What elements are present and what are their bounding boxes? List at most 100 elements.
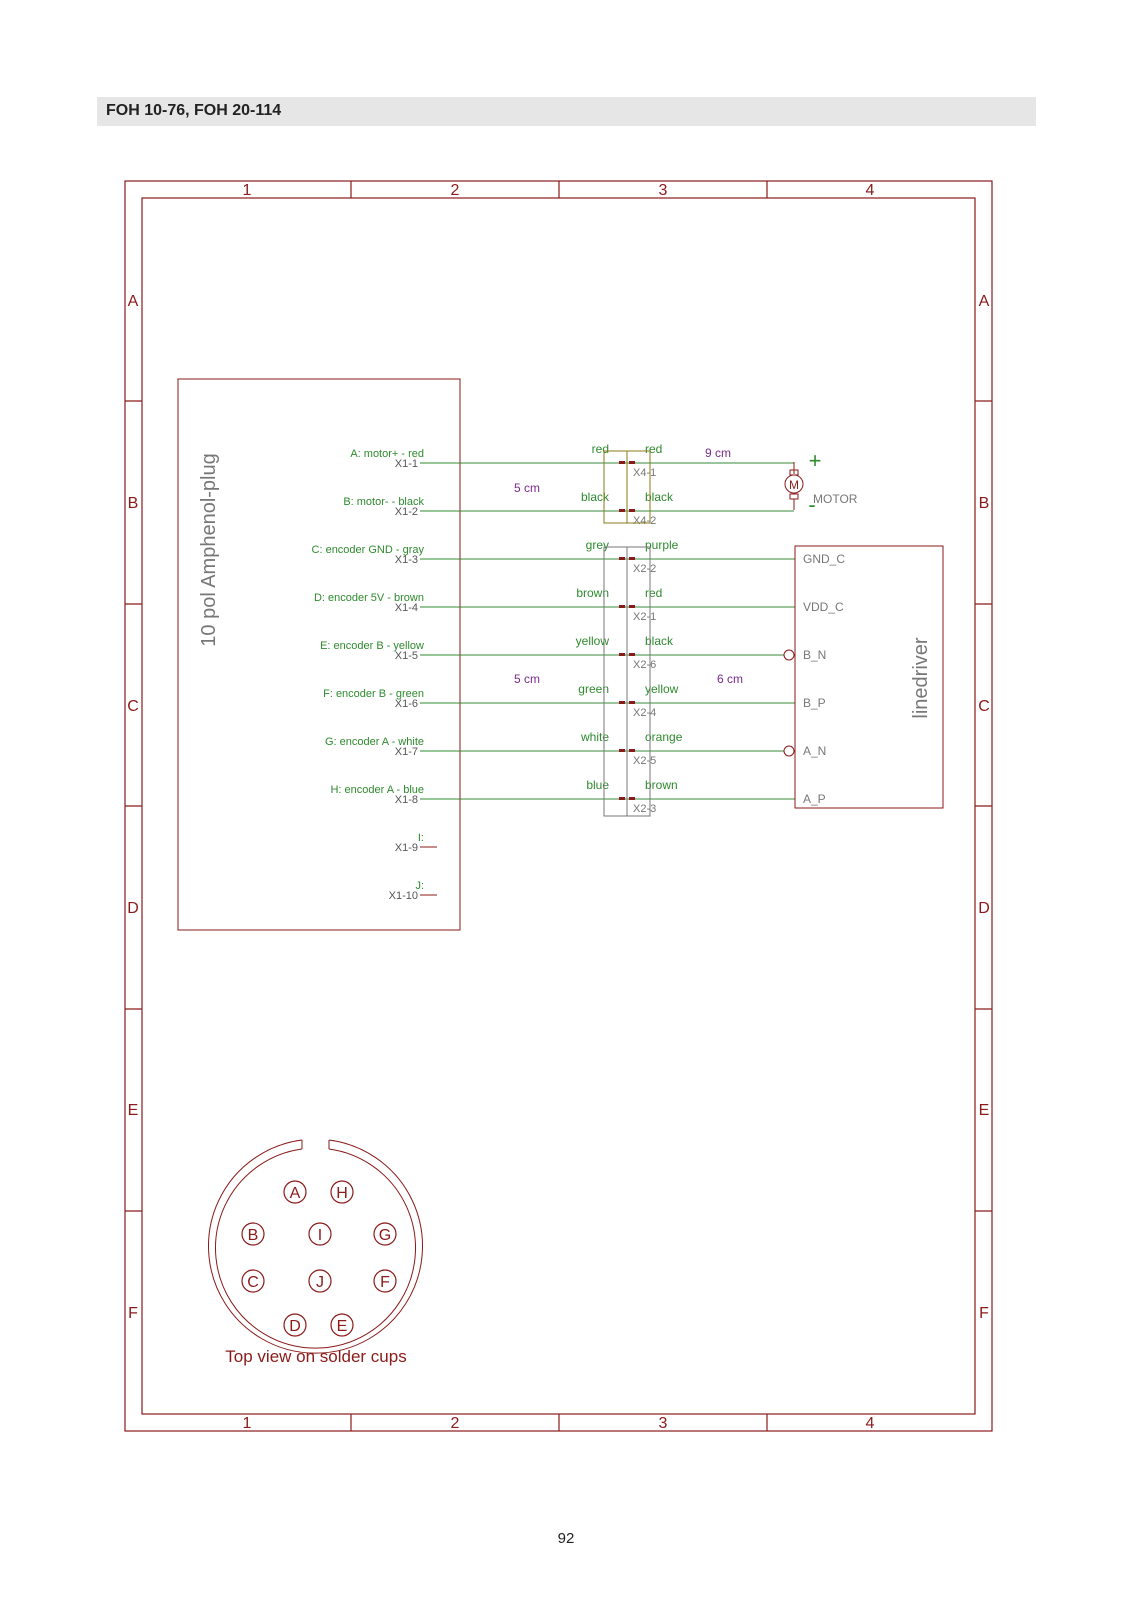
drawing-frame: [124, 180, 993, 1432]
length-notes: 5 cm 9 cm 5 cm 6 cm: [514, 446, 743, 686]
crimp-mark: [629, 605, 635, 608]
wire-color-left: black: [581, 490, 610, 504]
motor: M + - MOTOR: [784, 448, 858, 517]
motor-label: MOTOR: [813, 492, 858, 506]
amphenol-title: 10 pol Amphenol-plug: [198, 453, 220, 646]
crimp-mark: [619, 701, 625, 704]
wire-color-left: white: [580, 730, 609, 744]
crimp-mark: [629, 509, 635, 512]
connector-x4-right: [626, 450, 651, 524]
motor-terminal: [789, 493, 799, 500]
column-label-top: 2: [451, 182, 460, 199]
amphenol-pin-label: D: encoder 5V - brown: [314, 592, 424, 604]
connector-pin-id: X2-1: [633, 611, 656, 623]
amphenol-pin-label: A: motor+ - red: [350, 448, 424, 460]
column-label-top: 3: [659, 182, 668, 199]
column-label-bottom: 2: [451, 1415, 460, 1432]
wire-color-right: yellow: [645, 682, 679, 696]
plug-pin-letter: C: [247, 1274, 259, 1291]
wire-color-right: red: [645, 586, 662, 600]
connector-pin-id: X2-5: [633, 755, 656, 767]
amphenol-pin-label: B: motor- - black: [343, 496, 424, 508]
wire-color-right: black: [645, 490, 674, 504]
length-encoder-left: 5 cm: [514, 672, 540, 686]
plug-pin-letter: A: [290, 1185, 301, 1202]
zone-labels: 1 2 3 4 1 2 3 4 A B C D E F A B C D E F: [127, 182, 990, 1432]
column-label-bottom: 4: [866, 1415, 875, 1432]
amphenol-pin-id: X1-3: [395, 554, 418, 566]
wire-color-right: red: [645, 442, 662, 456]
amphenol-pin-id: X1-9: [395, 842, 418, 854]
row-label-left: C: [127, 698, 139, 715]
linedriver-box: [794, 545, 944, 809]
crimp-mark: [619, 509, 625, 512]
amphenol-pin-id: X1-2: [395, 506, 418, 518]
amphenol-pin-label: C: encoder GND - gray: [312, 544, 425, 556]
page-number: 92: [557, 1530, 575, 1547]
amphenol-pin-label: E: encoder B - yellow: [320, 640, 424, 652]
row-label-left: E: [128, 1102, 139, 1119]
amphenol-pin-label: J:: [415, 880, 424, 892]
column-label-top: 4: [866, 182, 875, 199]
plug-outline-inner: [215, 1148, 416, 1349]
plug-pin-circle: [308, 1269, 332, 1293]
amphenol-pin-id: X1-5: [395, 650, 418, 662]
plug-pin-circle: [330, 1313, 354, 1337]
crimp-mark: [629, 797, 635, 800]
connector-x2: [603, 546, 651, 817]
length-motor-left: 5 cm: [514, 481, 540, 495]
amphenol-pin-id: X1-1: [395, 458, 418, 470]
amphenol-pin-id: X1-10: [389, 890, 418, 902]
wire-color-left: blue: [586, 778, 609, 792]
crimp-mark: [629, 701, 635, 704]
linedriver-pin-label: B_N: [803, 648, 826, 662]
linedriver: linedriver: [794, 545, 944, 809]
connector-x2-right: [626, 546, 651, 817]
connector-pin-id: X2-6: [633, 659, 656, 671]
plug-caption: Top view on solder cups: [225, 1347, 406, 1366]
amphenol-pin-label: G: encoder A - white: [325, 736, 424, 748]
motor-symbol-letter: M: [789, 478, 799, 492]
linedriver-pin-label: B_P: [803, 696, 826, 710]
connector-pin-id: X2-4: [633, 707, 656, 719]
connector-pin-id: X4-2: [633, 515, 656, 527]
linedriver-pin-label: A_P: [803, 792, 826, 806]
row-label-left: D: [127, 900, 139, 917]
connector-x4: [603, 450, 651, 524]
wire-color-right: purple: [645, 538, 679, 552]
row-label-left: A: [128, 293, 139, 310]
crimp-mark: [629, 557, 635, 560]
plug-pin-letter: I: [318, 1227, 322, 1244]
page-title: FOH 10-76, FOH 20-114: [106, 102, 282, 119]
length-motor-right: 9 cm: [705, 446, 731, 460]
amphenol-pin-label: I:: [418, 832, 424, 844]
wire-color-left: yellow: [576, 634, 610, 648]
plug-pin-letter: B: [248, 1227, 259, 1244]
length-encoder-right: 6 cm: [717, 672, 743, 686]
crimp-mark: [619, 749, 625, 752]
crimp-mark: [619, 653, 625, 656]
amphenol-pin-id: X1-6: [395, 698, 418, 710]
wire-color-left: brown: [576, 586, 609, 600]
wire-color-left: green: [578, 682, 609, 696]
row-label-right: D: [978, 900, 990, 917]
linedriver-pin-label: VDD_C: [803, 600, 844, 614]
connector-pin-id: X2-3: [633, 803, 656, 815]
motor-plus-sign: +: [809, 448, 822, 473]
row-label-left: F: [128, 1305, 138, 1322]
amphenol-pin-id: X1-4: [395, 602, 418, 614]
plug-pin-circle: [283, 1180, 307, 1204]
plug-pin-letter: E: [337, 1318, 348, 1335]
row-label-right: E: [979, 1102, 990, 1119]
column-label-top: 1: [243, 182, 252, 199]
plug-pin-circle: [283, 1313, 307, 1337]
connector-pin-id: X4-1: [633, 467, 656, 479]
wire-color-left: grey: [586, 538, 609, 552]
wire-color-right: orange: [645, 730, 683, 744]
row-label-left: B: [128, 495, 139, 512]
plug-pin-circle: [330, 1180, 354, 1204]
motor-symbol-circle: [784, 474, 804, 494]
